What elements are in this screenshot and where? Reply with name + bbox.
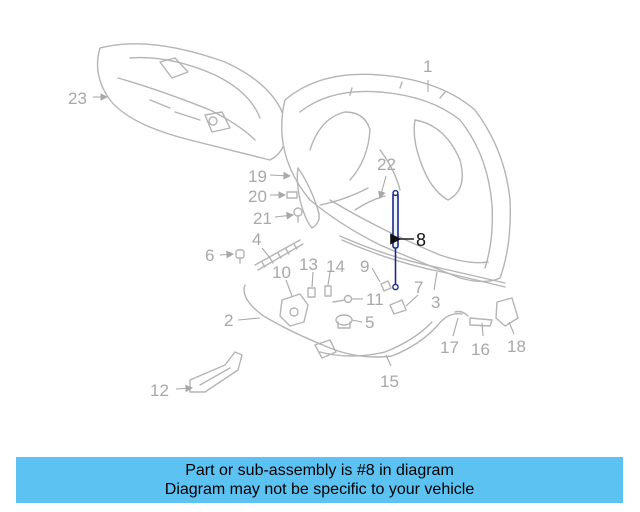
callout-9[interactable]: 9 [360, 257, 369, 276]
leader-lines [93, 80, 515, 393]
callout-23[interactable]: 23 [68, 89, 87, 108]
bolt-11 [332, 294, 353, 304]
callout-11[interactable]: 11 [366, 290, 384, 309]
clip-14 [324, 285, 332, 297]
parts-diagram: 23 1 19 20 21 22 6 4 9 10 13 14 11 5 7 3… [68, 43, 526, 400]
callout-4[interactable]: 4 [252, 230, 261, 249]
hood-hinge [296, 167, 369, 229]
clip-13 [307, 287, 316, 298]
release-handle [495, 297, 519, 327]
callout-21[interactable]: 21 [253, 209, 272, 228]
callout-5[interactable]: 5 [365, 313, 374, 332]
cable-clip [314, 339, 337, 359]
callout-8-highlighted[interactable]: 8 [416, 230, 426, 250]
nut-9 [380, 280, 392, 292]
support-bracket [189, 351, 243, 393]
callout-2[interactable]: 2 [224, 311, 233, 330]
callout-7[interactable]: 7 [414, 278, 423, 297]
callout-19[interactable]: 19 [248, 167, 267, 186]
bumper-stop [235, 249, 245, 264]
callout-12[interactable]: 12 [150, 381, 169, 400]
callout-18[interactable]: 18 [507, 337, 526, 356]
callout-3[interactable]: 3 [431, 293, 440, 312]
hood-insulation-pad [96, 43, 287, 161]
rear-seal [319, 321, 433, 357]
callout-17[interactable]: 17 [440, 338, 459, 357]
handle-bezel [469, 317, 493, 327]
front-seal [339, 235, 506, 284]
banner-line-disclaimer: Diagram may not be specific to your vehi… [164, 481, 475, 498]
callout-16[interactable]: 16 [471, 340, 490, 359]
hood-lift-support [392, 189, 399, 291]
callout-15[interactable]: 15 [380, 372, 399, 391]
callout-13[interactable]: 13 [299, 255, 318, 274]
callout-1[interactable]: 1 [423, 57, 432, 76]
hinge-bolt-2 [293, 207, 303, 223]
grommet-5 [335, 314, 353, 329]
bracket-7 [389, 299, 407, 315]
callout-6[interactable]: 6 [205, 246, 214, 265]
callout-22[interactable]: 22 [377, 155, 396, 174]
callout-14[interactable]: 14 [326, 257, 345, 276]
callout-20[interactable]: 20 [248, 187, 267, 206]
handle-clip [454, 310, 469, 317]
callout-10[interactable]: 10 [272, 263, 291, 282]
hinge-bolt [286, 191, 298, 199]
hood-latch [279, 293, 309, 327]
release-cable [243, 284, 463, 358]
banner-line-part-number: Part or sub-assembly is #8 in diagram [185, 462, 454, 479]
part-info-banner: Part or sub-assembly is #8 in diagram Di… [16, 457, 623, 503]
